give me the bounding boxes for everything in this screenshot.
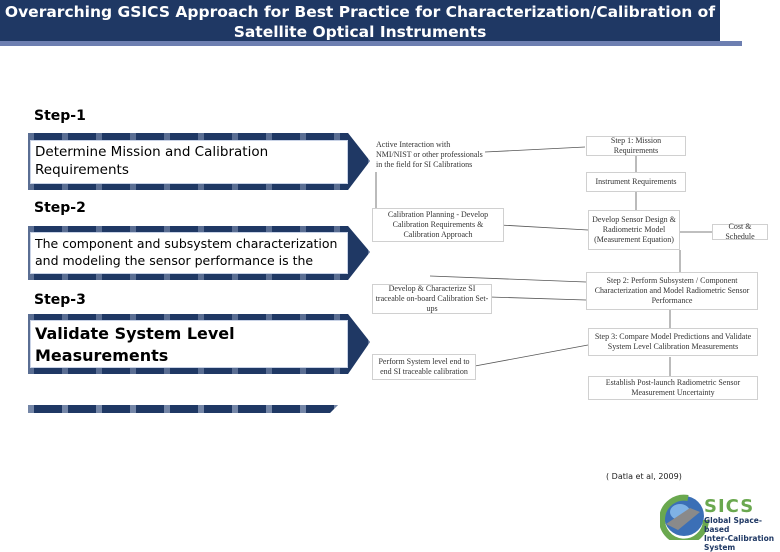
logo-subtitle-line-2: Inter-Calibration System — [704, 534, 775, 552]
flowchart-connectors — [375, 146, 712, 376]
arrow-base — [28, 405, 338, 413]
step-1-label: Step-1 — [34, 108, 86, 124]
flow-cost-schedule: Cost & Schedule — [712, 222, 768, 241]
flow-interaction-note: Active Interaction with NMI/NIST or othe… — [376, 140, 483, 169]
title-line-2: Satellite Optical Instruments — [233, 23, 487, 41]
step-3-box: Validate System Level Measurements — [30, 320, 348, 368]
step-1-box: Determine Mission and Calibration Requir… — [30, 140, 348, 184]
flow-post-launch: Establish Post-launch Radiometric Sensor… — [588, 376, 758, 400]
step-3-label: Step-3 — [34, 292, 86, 308]
gsics-logo: SICS Global Space-based Inter-Calibratio… — [659, 490, 778, 552]
flow-step-2-box: Step 2: Perform Subsystem / Component Ch… — [586, 272, 758, 310]
step-2-box: The component and subsystem characteriza… — [30, 232, 348, 274]
flow-onboard-calibration: Develop & Characterize SI traceable on-b… — [372, 284, 492, 314]
step-2-label: Step-2 — [34, 200, 86, 216]
flow-calibration-planning: Calibration Planning - Develop Calibrati… — [372, 208, 504, 242]
flow-instrument-requirements: Instrument Requirements — [586, 172, 686, 192]
logo-subtitle: Global Space-based Inter-Calibration Sys… — [704, 516, 778, 552]
title-underline — [0, 41, 742, 46]
flow-mission-requirements: Step 1: Mission Requirements — [586, 136, 686, 156]
title-line-1: Overarching GSICS Approach for Best Prac… — [4, 3, 716, 21]
logo-subtitle-line-1: Global Space-based — [704, 516, 762, 534]
flow-system-calibration: Perform System level end to end SI trace… — [372, 354, 476, 380]
citation: ( Datla et al, 2009) — [606, 472, 682, 481]
gsics-logo-graphic: SICS — [659, 494, 754, 545]
svg-text:SICS: SICS — [704, 496, 754, 517]
flow-sensor-design: Develop Sensor Design & Radiometric Mode… — [588, 210, 680, 250]
flow-step-3-box: Step 3: Compare Model Predictions and Va… — [588, 328, 758, 356]
title-bar: Overarching GSICS Approach for Best Prac… — [0, 0, 720, 44]
